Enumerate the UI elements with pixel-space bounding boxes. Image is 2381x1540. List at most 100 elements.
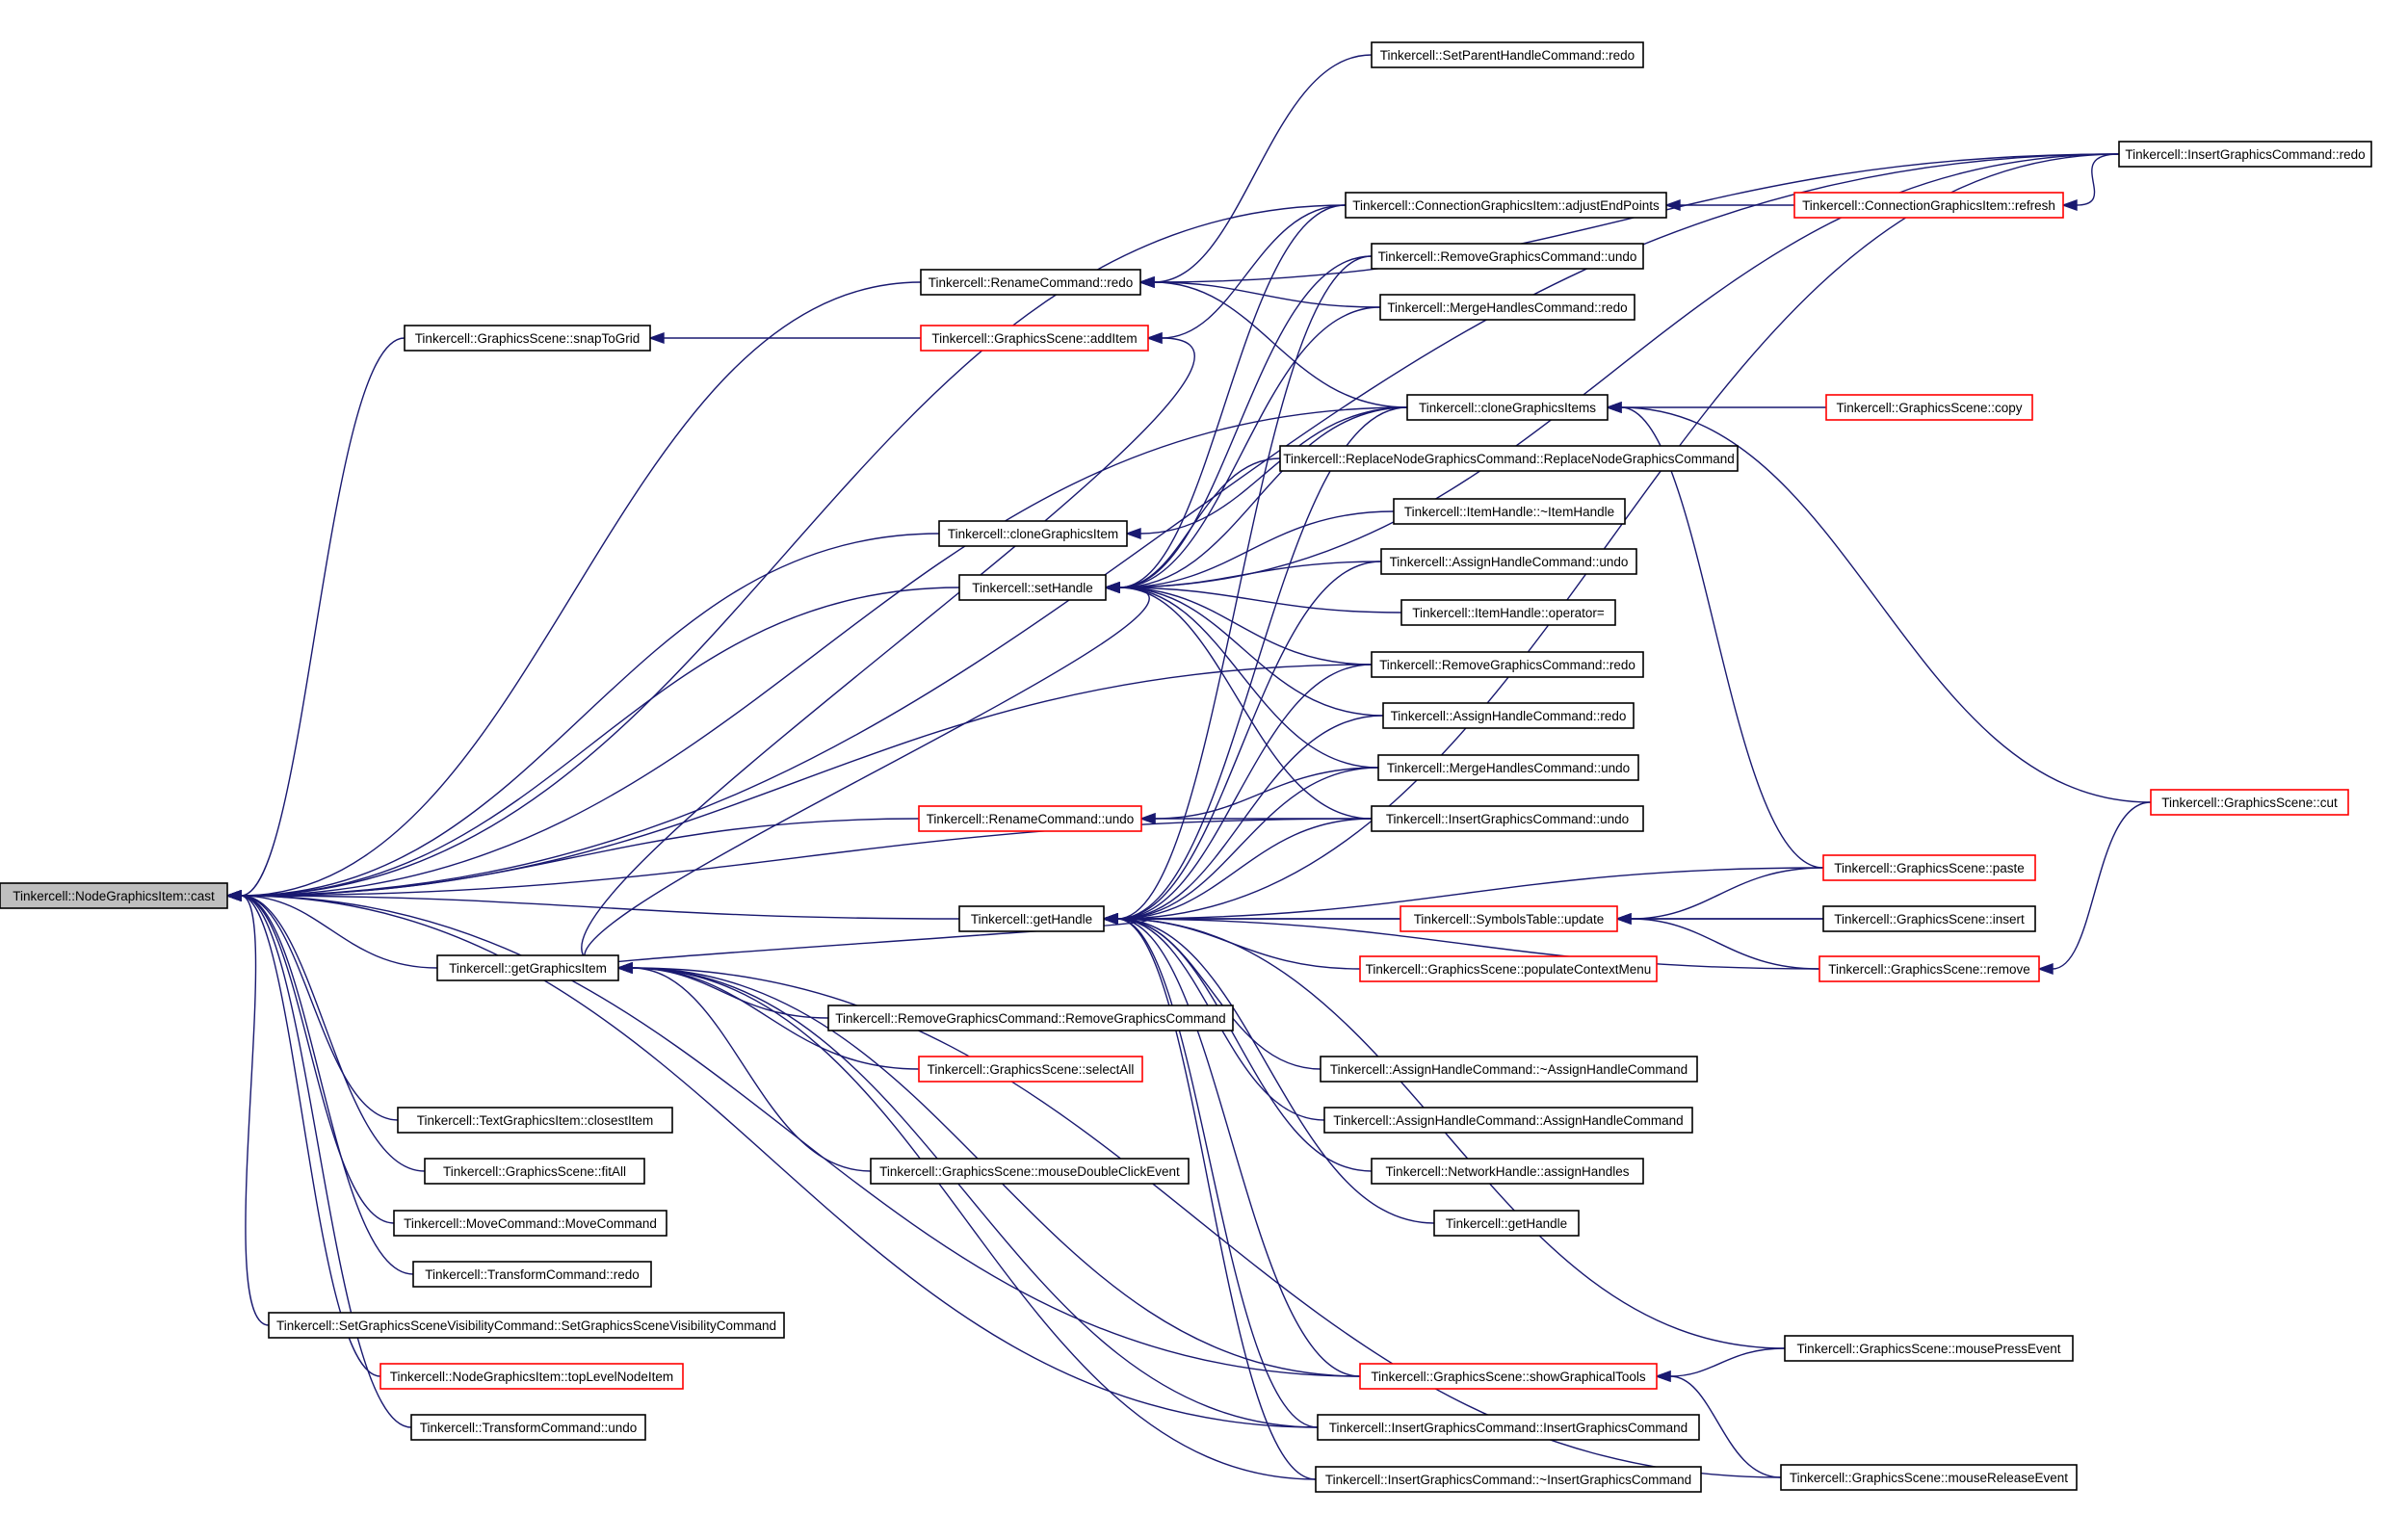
node-set-vis-ctor[interactable]: Tinkercell::SetGraphicsSceneVisibilityCo…: [268, 1312, 785, 1339]
node-remove-gfx-ctor[interactable]: Tinkercell::RemoveGraphicsCommand::Remov…: [827, 1005, 1234, 1031]
node-remove-gfx-redo[interactable]: Tinkercell::RemoveGraphicsCommand::redo: [1371, 651, 1644, 678]
edge-line: [1118, 587, 1373, 820]
node-box: [397, 1107, 673, 1134]
node-fit-all[interactable]: Tinkercell::GraphicsScene::fitAll: [424, 1158, 645, 1185]
call-edge: [1614, 913, 1820, 970]
node-scene-paste[interactable]: Tinkercell::GraphicsScene::paste: [1822, 854, 2036, 881]
node-label: Tinkercell::SymbolsTable::update: [1414, 912, 1605, 927]
node-cast[interactable]: Tinkercell::NodeGraphicsItem::cast: [0, 882, 228, 909]
node-assign-handles[interactable]: Tinkercell::NetworkHandle::assignHandles: [1371, 1158, 1644, 1185]
node-replace-node-ctor[interactable]: Tinkercell::ReplaceNodeGraphicsCommand::…: [1279, 445, 1739, 472]
node-select-all[interactable]: Tinkercell::GraphicsScene::selectAll: [918, 1056, 1143, 1083]
node-merge-redo[interactable]: Tinkercell::MergeHandlesCommand::redo: [1379, 294, 1635, 321]
node-set-parent-redo[interactable]: Tinkercell::SetParentHandleCommand::redo: [1371, 41, 1644, 68]
edge-line: [1116, 664, 1373, 920]
node-symbols-update[interactable]: Tinkercell::SymbolsTable::update: [1400, 905, 1618, 932]
edge-line: [1118, 587, 1379, 769]
node-box: [2118, 141, 2372, 168]
node-transform-redo[interactable]: Tinkercell::TransformCommand::redo: [412, 1261, 652, 1288]
node-box: [1400, 905, 1618, 932]
call-edge: [1103, 582, 1373, 820]
edge-line: [1118, 204, 1347, 588]
node-get-handle[interactable]: Tinkercell::getHandle: [958, 905, 1105, 932]
node-scene-copy[interactable]: Tinkercell::GraphicsScene::copy: [1825, 394, 2033, 421]
node-insert-ctor[interactable]: Tinkercell::InsertGraphicsCommand::Inser…: [1317, 1414, 1700, 1441]
node-closest-item[interactable]: Tinkercell::TextGraphicsItem::closestIte…: [397, 1107, 673, 1134]
node-rename-undo[interactable]: Tinkercell::RenameCommand::undo: [918, 805, 1142, 832]
edge-line: [1116, 255, 1373, 920]
node-set-handle[interactable]: Tinkercell::setHandle: [958, 574, 1107, 601]
arrowhead-icon: [1614, 913, 1632, 925]
node-box: [1822, 854, 2036, 881]
node-assign-dtor[interactable]: Tinkercell::AssignHandleCommand::~Assign…: [1320, 1056, 1698, 1083]
node-box: [1818, 955, 2040, 982]
edge-line: [1630, 918, 1820, 970]
edge-line: [1118, 406, 1408, 588]
call-edge: [224, 281, 922, 901]
node-assign-ctor[interactable]: Tinkercell::AssignHandleCommand::AssignH…: [1323, 1107, 1693, 1134]
node-scene-insert[interactable]: Tinkercell::GraphicsScene::insert: [1822, 905, 2036, 932]
node-clone-graphics-items[interactable]: Tinkercell::cloneGraphicsItems: [1406, 394, 1609, 421]
call-edge: [1614, 913, 1823, 925]
node-box: [1393, 498, 1626, 525]
call-edge: [224, 890, 399, 1121]
arrowhead-icon: [1124, 528, 1141, 539]
node-move-ctor[interactable]: Tinkercell::MoveCommand::MoveCommand: [393, 1210, 667, 1237]
node-scene-remove[interactable]: Tinkercell::GraphicsScene::remove: [1818, 955, 2040, 982]
edge-line: [1116, 918, 1319, 1428]
node-box: [1323, 1107, 1693, 1134]
node-conn-refresh[interactable]: Tinkercell::ConnectionGraphicsItem::refr…: [1793, 192, 2064, 219]
node-populate-ctx[interactable]: Tinkercell::GraphicsScene::populateConte…: [1359, 955, 1658, 982]
call-edge: [1124, 406, 1408, 539]
node-adjust-end-points[interactable]: Tinkercell::ConnectionGraphicsItem::adju…: [1345, 192, 1667, 219]
node-label: Tinkercell::RenameCommand::undo: [927, 812, 1135, 826]
node-insert-dtor[interactable]: Tinkercell::InsertGraphicsCommand::~Inse…: [1315, 1466, 1702, 1493]
node-insert-redo[interactable]: Tinkercell::InsertGraphicsCommand::redo: [2118, 141, 2372, 168]
node-remove-gfx-undo[interactable]: Tinkercell::RemoveGraphicsCommand::undo: [1371, 243, 1644, 270]
node-clone-graphics-item[interactable]: Tinkercell::cloneGraphicsItem: [938, 520, 1128, 547]
node-label: Tinkercell::RemoveGraphicsCommand::Remov…: [835, 1011, 1225, 1026]
node-box: [1371, 805, 1644, 832]
node-transform-undo[interactable]: Tinkercell::TransformCommand::undo: [410, 1414, 646, 1441]
node-add-item[interactable]: Tinkercell::GraphicsScene::addItem: [920, 325, 1149, 352]
arrowhead-icon: [647, 332, 665, 344]
node-mouse-press[interactable]: Tinkercell::GraphicsScene::mousePressEve…: [1784, 1335, 2074, 1362]
node-merge-undo[interactable]: Tinkercell::MergeHandlesCommand::undo: [1377, 754, 1639, 781]
edge-line: [240, 818, 1373, 897]
node-box: [1780, 1464, 2078, 1491]
node-box: [1784, 1335, 2074, 1362]
edge-line: [240, 895, 381, 1377]
edge-line: [240, 895, 438, 969]
node-label: Tinkercell::MergeHandlesCommand::undo: [1387, 761, 1630, 775]
node-snap-to-grid[interactable]: Tinkercell::GraphicsScene::snapToGrid: [404, 325, 651, 352]
node-get-graphics-item[interactable]: Tinkercell::getGraphicsItem: [436, 954, 619, 981]
node-item-handle-assign[interactable]: Tinkercell::ItemHandle::operator=: [1400, 599, 1616, 626]
node-box: [918, 1056, 1143, 1083]
node-item-handle-dtor[interactable]: Tinkercell::ItemHandle::~ItemHandle: [1393, 498, 1626, 525]
node-scene-cut[interactable]: Tinkercell::GraphicsScene::cut: [2150, 789, 2349, 816]
edge-line: [240, 895, 395, 1224]
call-edge: [1101, 818, 1373, 925]
node-top-level-node[interactable]: Tinkercell::NodeGraphicsItem::topLevelNo…: [379, 1363, 684, 1390]
node-label: Tinkercell::InsertGraphicsCommand::~Inse…: [1325, 1473, 1691, 1487]
node-rename-redo[interactable]: Tinkercell::RenameCommand::redo: [920, 269, 1141, 296]
node-show-gfx-tools[interactable]: Tinkercell::GraphicsScene::showGraphical…: [1359, 1363, 1658, 1390]
node-assign-redo[interactable]: Tinkercell::AssignHandleCommand::redo: [1382, 702, 1635, 729]
node-assign-undo[interactable]: Tinkercell::AssignHandleCommand::undo: [1380, 548, 1637, 575]
node-label: Tinkercell::getHandle: [1446, 1216, 1567, 1231]
node-get-handle2[interactable]: Tinkercell::getHandle: [1433, 1210, 1580, 1237]
call-edge: [1605, 402, 1826, 413]
node-insert-undo[interactable]: Tinkercell::InsertGraphicsCommand::undo: [1371, 805, 1644, 832]
call-edge: [1605, 402, 1824, 869]
edge-line: [1154, 767, 1379, 820]
call-edge: [224, 818, 920, 901]
call-edge: [1103, 153, 2120, 593]
node-mouse-release[interactable]: Tinkercell::GraphicsScene::mouseReleaseE…: [1780, 1464, 2078, 1491]
edge-line: [240, 895, 399, 1121]
edge-line: [240, 895, 412, 1428]
edge-line: [1116, 918, 1435, 1224]
node-box: [393, 1210, 667, 1237]
edge-line: [1116, 918, 1786, 1349]
edge-line: [1669, 1375, 1782, 1478]
node-mouse-dbl-click[interactable]: Tinkercell::GraphicsScene::mouseDoubleCl…: [870, 1158, 1190, 1185]
